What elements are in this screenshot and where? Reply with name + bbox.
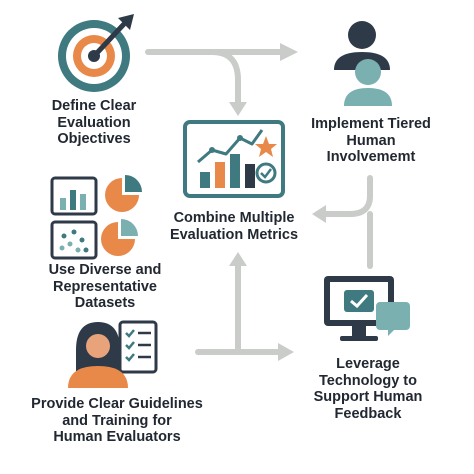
- label-define-objectives: Define Clear Evaluation Objectives: [20, 98, 168, 148]
- label-line: Support Human: [313, 389, 423, 406]
- label-diverse-datasets: Use Diverse and Representative Datasets: [24, 262, 186, 312]
- arrowhead-up-bottom: [229, 252, 247, 266]
- arrow-top-branch-down: [209, 49, 241, 107]
- arrow-right-branch: [323, 175, 373, 217]
- label-combine-metrics: Combine Multiple Evaluation Metrics: [150, 210, 318, 243]
- label-line: Provide Clear Guidelines: [31, 396, 203, 412]
- arrowhead-right-top: [280, 43, 298, 61]
- label-line: Human Evaluators: [53, 429, 181, 446]
- label-line: Use Diverse and: [48, 262, 162, 278]
- target-arrow-icon: [58, 14, 134, 92]
- label-line: Evaluation Metrics: [169, 226, 299, 243]
- label-line: Feedback: [334, 406, 402, 423]
- label-line: Leverage: [336, 356, 400, 372]
- label-line: Implement Tiered: [311, 116, 431, 132]
- arrowhead-right-bottom: [278, 343, 294, 361]
- label-leverage-technology: Leverage Technology to Support Human Fee…: [290, 356, 446, 423]
- monitor-chat-icon: [324, 276, 410, 341]
- arrowheads: [229, 43, 326, 361]
- chart-monitor-icon: [183, 120, 285, 198]
- label-line: Combine Multiple: [173, 210, 295, 226]
- arrowhead-down-top: [229, 102, 247, 116]
- label-line: Datasets: [74, 295, 136, 312]
- label-guidelines-training: Provide Clear Guidelines and Training fo…: [10, 396, 224, 446]
- arrowhead-left-right: [312, 205, 326, 223]
- person-checklist-icon: [68, 320, 158, 388]
- connector-arrows: [145, 49, 373, 355]
- label-line: Technology to: [318, 372, 417, 389]
- label-line: Evaluation: [57, 114, 131, 131]
- label-tiered-involvement: Implement Tiered Human Involvememt: [296, 116, 446, 166]
- label-line: and Training for: [62, 412, 172, 429]
- label-line: Involvememt: [326, 149, 416, 166]
- charts-grid-icon: [50, 175, 142, 260]
- label-line: Representative: [53, 278, 157, 295]
- label-line: Human: [346, 132, 396, 149]
- two-people-icon: [334, 21, 392, 106]
- label-line: Objectives: [57, 131, 131, 148]
- label-line: Define Clear: [51, 98, 137, 114]
